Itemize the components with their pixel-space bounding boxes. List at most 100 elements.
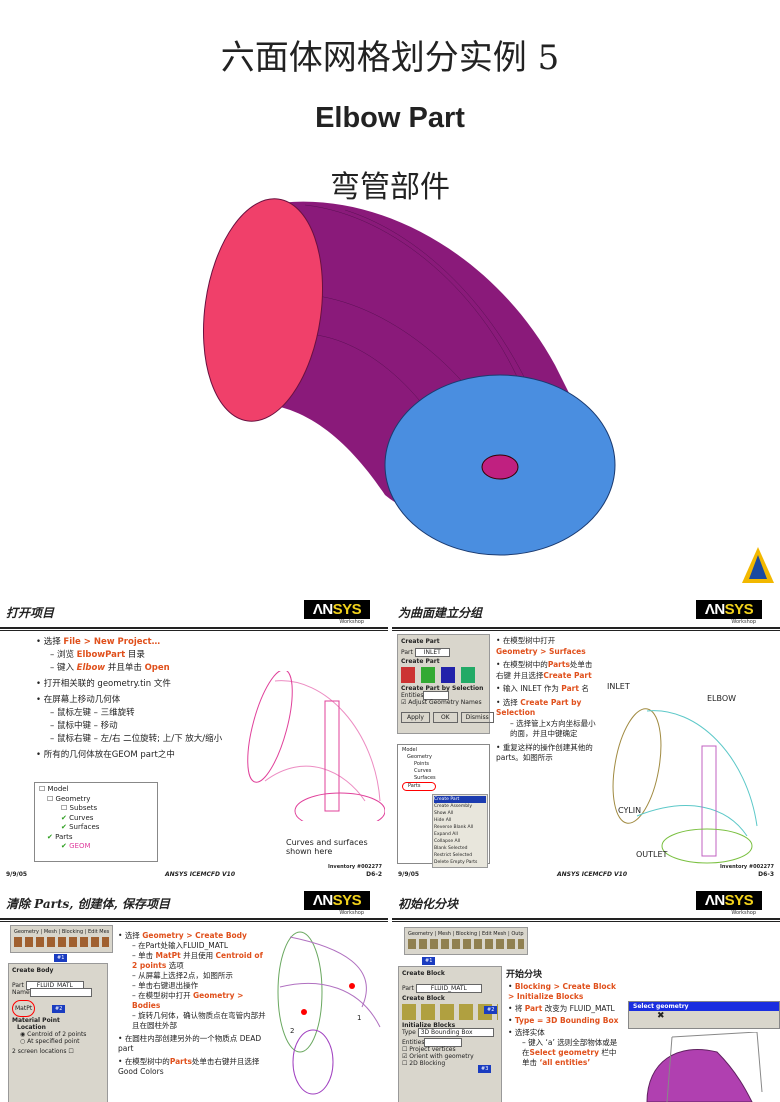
page-title: 六面体网格划分实例 5: [220, 38, 560, 78]
name-field[interactable]: Name: [12, 988, 104, 997]
part-field[interactable]: Part FLUID_MATL: [12, 981, 104, 990]
tree-item[interactable]: ☐ Geometry: [47, 794, 91, 803]
menu-item[interactable]: Create Assembly: [434, 804, 473, 809]
part-field[interactable]: Part INLET: [401, 648, 486, 657]
slide-title: 清除 Parts, 创建体, 保存项目: [6, 897, 170, 911]
part-field[interactable]: Part FLUID_MATL: [402, 984, 498, 993]
entities-field[interactable]: Entities: [401, 691, 486, 700]
slide-title: 打开项目: [6, 606, 55, 620]
bullet: • 在模型树中打开 Geometry > Surfaces: [496, 636, 586, 656]
tab-geometry[interactable]: Geometry: [408, 931, 433, 937]
slide-title: 为曲面建立分组: [398, 606, 483, 620]
select-geometry-toolbar: Select geometry ✖: [628, 1001, 780, 1029]
ansys-logo: ΛNSYS: [304, 891, 370, 910]
bullet: – 旋转几何体，确认物质点在弯管内部并且在圆柱外部: [132, 1011, 266, 1030]
create-part-icons[interactable]: [401, 667, 486, 683]
footer-inventory: Inventory #002277: [720, 864, 774, 870]
apply-button[interactable]: Apply: [401, 712, 430, 723]
menu-item[interactable]: Reverse Blank All: [434, 825, 474, 830]
tree-item[interactable]: Geometry: [407, 754, 432, 760]
tree-item[interactable]: ☐ Model: [39, 785, 69, 793]
menu-item[interactable]: Expand All: [434, 832, 458, 837]
block-type-icons[interactable]: [402, 1004, 498, 1020]
bullet: – 浏览 ElbowPart 目录: [50, 650, 145, 660]
entities-field[interactable]: Entities: [402, 1038, 498, 1047]
slide-create-parts: 为曲面建立分组 ΛNSYS Workshop Create Part Part …: [392, 596, 780, 884]
bullet: • 输入 INLET 作为 Part 名: [496, 684, 589, 693]
bullet: • 选择 Create Part by Selection: [496, 697, 582, 718]
ansys-logo: ΛNSYS: [304, 600, 370, 619]
section-label: Create Part by Selection: [401, 685, 484, 692]
toolbar-icons[interactable]: [408, 939, 524, 949]
tree-item[interactable]: ✔ Parts: [47, 832, 73, 841]
menu-item[interactable]: Blank Selected: [434, 846, 468, 851]
menu-item[interactable]: Delete Empty Parts: [434, 860, 478, 865]
radio-centroid[interactable]: ◉ Centroid of 2 points: [20, 1031, 87, 1038]
bullet: • 在屏幕上移动几何体: [36, 695, 121, 705]
section-label: Material Point: [12, 1017, 60, 1024]
radio-specified[interactable]: ○ At specified point: [20, 1038, 80, 1045]
screen-locations[interactable]: 2 screen locations ☐: [12, 1048, 74, 1055]
label-elbow: ELBOW: [707, 694, 737, 703]
toolbar: Geometry | Mesh | Blocking | Edit Mesh |…: [404, 927, 528, 955]
tab-edit-mesh[interactable]: Edit Mes: [88, 929, 110, 935]
menu-item[interactable]: Collapse All: [434, 839, 461, 844]
tab-mesh[interactable]: Mesh: [43, 929, 57, 935]
tab-geometry[interactable]: Geometry: [14, 929, 39, 935]
checkbox-project-vertices[interactable]: ☐ Project vertices: [402, 1046, 456, 1053]
adjust-checkbox[interactable]: ☑ Adjust Geometry Names: [401, 699, 482, 706]
logo-sub: Workshop: [339, 910, 364, 916]
caption: Curves and surfaces shown here: [286, 838, 368, 856]
matpt-button[interactable]: MatPt: [12, 1000, 36, 1017]
slide-create-body: 清除 Parts, 创建体, 保存项目 ΛNSYS Workshop Geome…: [0, 887, 388, 1102]
menu-item[interactable]: Show All: [434, 811, 454, 816]
bullet: – 键入 Elbow 并且单击 Open: [50, 663, 170, 673]
tree-item[interactable]: Surfaces: [414, 775, 436, 781]
logo-sub: Workshop: [339, 619, 364, 625]
menu-item[interactable]: Restrict Selected: [434, 853, 473, 858]
divider: [392, 918, 780, 922]
menu-item[interactable]: Create Part: [434, 796, 486, 803]
tree-item[interactable]: Model: [402, 747, 418, 753]
type-select[interactable]: Type 3D Bounding Box: [402, 1028, 498, 1037]
divider: [0, 918, 388, 922]
ok-button[interactable]: OK: [432, 712, 458, 723]
badge: #1: [54, 954, 68, 962]
tree-item-parts[interactable]: Parts: [402, 782, 436, 791]
bullet: – 单击 MatPt 并且使用 Centroid of 2 points 选项: [132, 951, 263, 970]
toolbar-icons[interactable]: [14, 937, 110, 947]
all-entities-icon[interactable]: ✖: [657, 1011, 665, 1021]
bullet: • 在圆柱内部创建另外的一个物质点 DEAD part: [118, 1034, 262, 1053]
tree-item[interactable]: ☐ Subsets: [61, 804, 98, 812]
ansys-logo: ΛNSYS: [696, 600, 762, 619]
create-body-panel: Create Body Part FLUID_MATL Name MatPt M…: [8, 963, 108, 1102]
tab-blocking[interactable]: Blocking: [455, 931, 478, 937]
point-1: [349, 983, 355, 989]
checkbox-orient[interactable]: ☑ Orient with geometry: [402, 1053, 474, 1060]
tree-item[interactable]: Curves: [414, 768, 432, 774]
ansys-logo-icon: [742, 547, 774, 583]
logo-sub: Workshop: [731, 619, 756, 625]
checkbox-2d[interactable]: ☐ 2D Blocking: [402, 1060, 446, 1067]
create-block-panel: Create Block Part FLUID_MATL Create Bloc…: [398, 966, 502, 1102]
tree-item[interactable]: Points: [414, 761, 430, 767]
tree-item[interactable]: ✔ GEOM: [61, 842, 91, 850]
bullet: • 所有的几何体放在GEOM part之中: [36, 750, 175, 760]
tab-blocking[interactable]: Blocking: [61, 929, 84, 935]
dismiss-button[interactable]: Dismiss: [460, 712, 494, 723]
outlet-hole: [481, 454, 519, 480]
badge: #1: [422, 957, 436, 965]
page-subtitle: Elbow Part: [315, 102, 465, 134]
tab-edit-mesh[interactable]: Edit Mesh: [482, 931, 507, 937]
bullet-list: • Blocking > Create Block > Initialize B…: [508, 982, 622, 1068]
point-2: [301, 1009, 307, 1015]
menu-item[interactable]: Hide All: [434, 818, 452, 823]
bullet: • 重复这样的操作创建其他的parts。如图所示: [496, 742, 593, 763]
tree-item[interactable]: ✔ Surfaces: [61, 823, 100, 831]
bullet: • 选择 Geometry > Create Body: [118, 931, 247, 940]
divider: [0, 627, 388, 631]
label-cylin: CYLIN: [618, 806, 642, 815]
tab-mesh[interactable]: Mesh: [437, 931, 451, 937]
tab-output[interactable]: Outp: [511, 931, 524, 937]
tree-item[interactable]: ✔ Curves: [61, 813, 94, 822]
